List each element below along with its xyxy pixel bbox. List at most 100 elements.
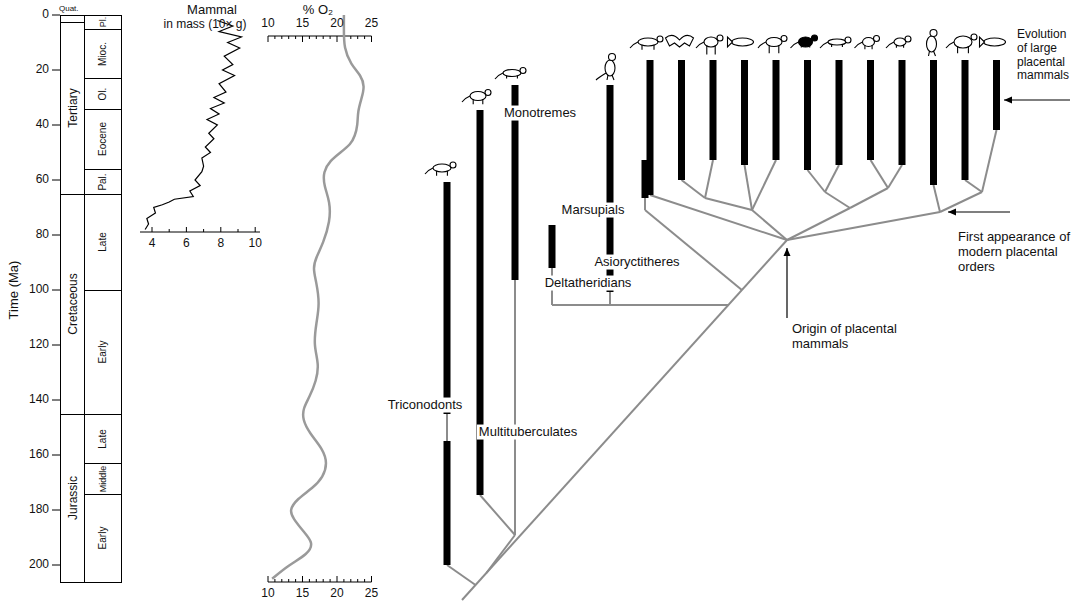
lineage-bar bbox=[804, 60, 811, 170]
epoch-name: Middle bbox=[99, 466, 108, 493]
tree-branch bbox=[462, 240, 787, 600]
animal-outline bbox=[732, 38, 754, 46]
lineage-bar bbox=[867, 60, 874, 160]
time-tick bbox=[52, 510, 60, 511]
o2-tick bbox=[343, 579, 344, 582]
chart-title: % O₂ bbox=[303, 3, 333, 18]
lineage-bar bbox=[962, 60, 969, 180]
mass-tick bbox=[255, 227, 256, 232]
arrow-head bbox=[1004, 97, 1012, 104]
tree-branch bbox=[650, 195, 787, 240]
lineage-label: Multituberculates bbox=[477, 425, 579, 440]
o2-tick bbox=[337, 36, 338, 42]
animal-outline bbox=[927, 36, 937, 52]
epoch-name: Pl. bbox=[99, 17, 108, 28]
mass-tick bbox=[186, 227, 187, 232]
tree-branch bbox=[645, 210, 742, 290]
o2-tick bbox=[371, 576, 372, 582]
time-tick-label: 60 bbox=[36, 173, 49, 187]
lineage-bar bbox=[444, 441, 451, 565]
animal-outline bbox=[886, 42, 904, 48]
mass-axis bbox=[140, 232, 260, 233]
tree-branch bbox=[825, 192, 850, 208]
time-tick bbox=[52, 455, 60, 456]
lineage-bar bbox=[741, 60, 748, 165]
animal-outline bbox=[971, 34, 977, 40]
epoch-name: Early bbox=[98, 341, 108, 364]
tree-branch bbox=[486, 535, 515, 573]
o2-tick-label: 10 bbox=[261, 587, 274, 601]
o2-tick bbox=[316, 579, 317, 582]
animal-outline bbox=[638, 38, 658, 46]
lineage-bar bbox=[993, 60, 1000, 130]
tree-branch bbox=[705, 160, 713, 198]
callout-arrow bbox=[786, 248, 787, 318]
animal-outline bbox=[929, 51, 936, 56]
animal-outline bbox=[781, 36, 787, 42]
arrow-head bbox=[948, 209, 956, 216]
mass-tick bbox=[220, 227, 221, 232]
animal-icon bbox=[630, 36, 663, 50]
animal-outline bbox=[433, 164, 451, 172]
axis-title: Time (Ma) bbox=[7, 261, 22, 320]
animal-outline bbox=[630, 42, 654, 50]
time-tick bbox=[52, 400, 60, 401]
o2-tick bbox=[350, 579, 351, 582]
epoch-name: Ol. bbox=[98, 87, 108, 100]
animal-icon bbox=[696, 35, 723, 55]
period-cell: Tertiary bbox=[60, 22, 85, 195]
tree-branch bbox=[787, 212, 940, 240]
lineage-label: Deltatheridians bbox=[543, 276, 634, 291]
tree-branch bbox=[982, 130, 997, 192]
tree-branch bbox=[446, 414, 448, 441]
time-tick-label: 80 bbox=[36, 228, 49, 242]
period-cell: Cretaceous bbox=[60, 194, 85, 415]
time-tick bbox=[52, 180, 60, 181]
o2-tick bbox=[350, 36, 351, 39]
time-tick bbox=[52, 565, 60, 566]
tree-branch bbox=[808, 170, 826, 192]
lineage-bar bbox=[678, 60, 685, 180]
o2-tick bbox=[268, 36, 269, 42]
o2-tick bbox=[323, 36, 324, 39]
o2-tick bbox=[337, 576, 338, 582]
time-tick bbox=[52, 15, 60, 16]
time-tick bbox=[52, 235, 60, 236]
tree-branch bbox=[682, 180, 706, 198]
time-tick-label: 40 bbox=[36, 118, 49, 132]
time-tick-label: 200 bbox=[29, 558, 49, 572]
animal-icon bbox=[791, 35, 818, 48]
callout-arrow bbox=[1004, 99, 1070, 100]
o2-tick bbox=[309, 579, 310, 582]
lineage-bar bbox=[899, 60, 906, 165]
o2-tick bbox=[295, 36, 296, 39]
epoch-cell: Mioc. bbox=[84, 29, 122, 80]
animal-icon bbox=[728, 37, 754, 47]
animal-outline bbox=[791, 42, 810, 48]
o2-tick bbox=[364, 36, 365, 39]
epoch-cell: Eocene bbox=[84, 109, 122, 171]
animal-outline bbox=[728, 37, 733, 47]
epoch-name: Mioc. bbox=[98, 42, 108, 66]
animal-outline bbox=[609, 54, 616, 61]
o2-axis bbox=[268, 582, 372, 583]
o2-tick bbox=[281, 36, 282, 39]
animal-icon bbox=[666, 35, 694, 47]
o2-tick bbox=[357, 579, 358, 582]
o2-tick bbox=[288, 36, 289, 39]
epoch-cell: Early bbox=[84, 290, 122, 415]
animal-icon bbox=[946, 34, 977, 53]
tree-branch bbox=[752, 160, 776, 210]
period-cell: Jurassic bbox=[60, 414, 85, 583]
period-name: Tertiary bbox=[67, 89, 79, 128]
lineage-bar bbox=[549, 225, 556, 268]
o2-tick bbox=[302, 36, 303, 42]
callout-arrow bbox=[948, 211, 1010, 212]
epoch-name: Pal. bbox=[98, 173, 108, 190]
period-name: Jurassic bbox=[67, 476, 79, 520]
epoch-cell: Ol. bbox=[84, 78, 122, 109]
callout-text: First appearance of modern placental ord… bbox=[958, 230, 1076, 275]
tree-branch bbox=[825, 165, 839, 192]
